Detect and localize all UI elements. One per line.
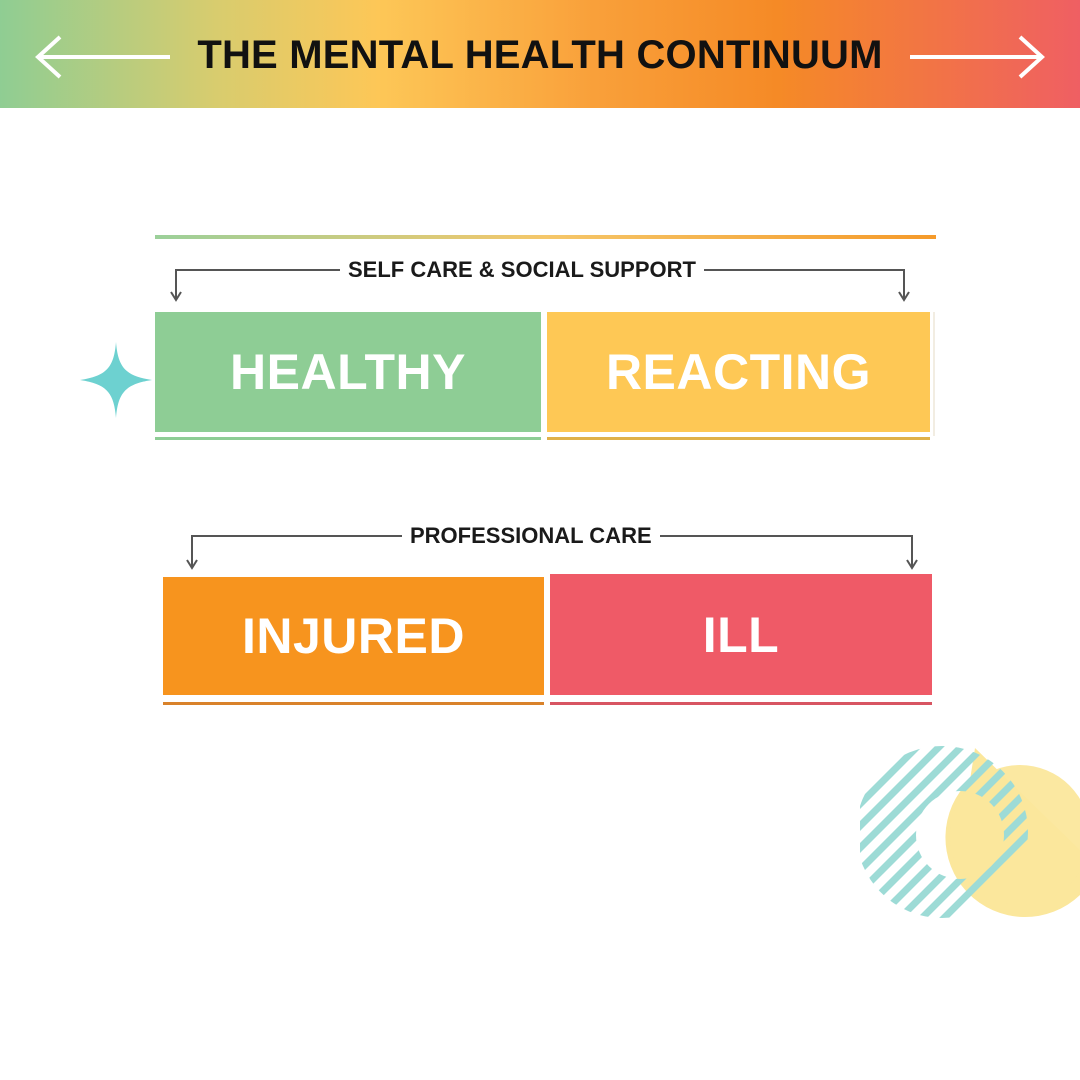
arrow-left-icon [35,35,170,79]
ill-underline [550,702,932,705]
banner-title: THE MENTAL HEALTH CONTINUUM [197,33,883,77]
striped-circle-decoration [860,746,1080,918]
state-injured: INJURED [163,577,544,695]
title-banner: THE MENTAL HEALTH CONTINUUM [0,0,1080,108]
state-healthy: HEALTHY [155,312,541,432]
self-care-label: SELF CARE & SOCIAL SUPPORT [340,257,704,283]
sparkle-icon [80,342,152,418]
row1-edge-line [933,312,935,436]
continuum-gradient-line [155,235,936,239]
healthy-underline [155,437,541,440]
injured-underline [163,702,544,705]
professional-care-label: PROFESSIONAL CARE [402,523,660,549]
arrow-right-icon [910,35,1045,79]
state-reacting: REACTING [547,312,930,432]
state-ill: ILL [550,574,932,695]
reacting-underline [547,437,930,440]
